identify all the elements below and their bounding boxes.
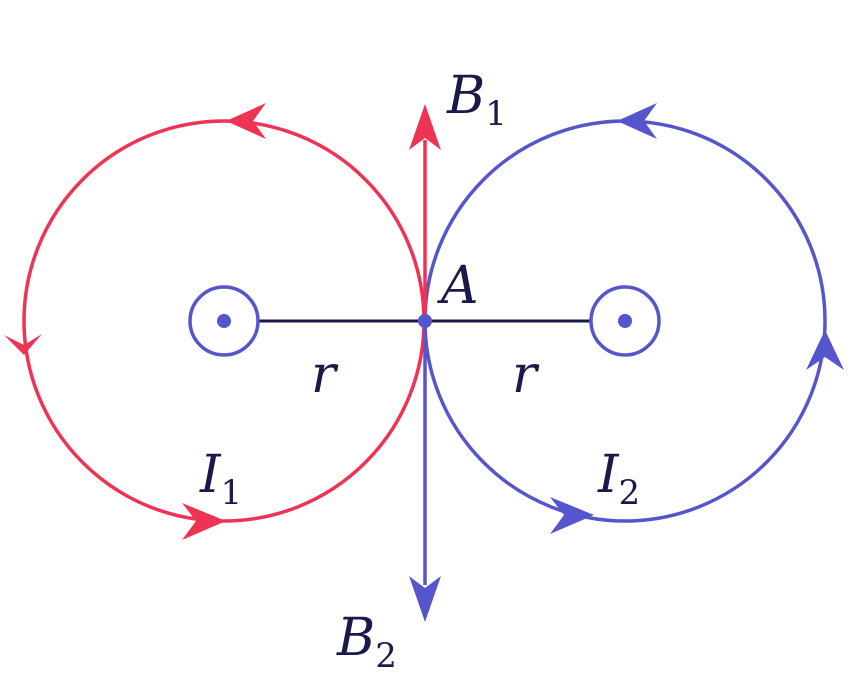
label-r-left: r: [311, 345, 339, 405]
wire-1-out-of-page-icon: [188, 285, 260, 357]
point-a-dot: [418, 314, 432, 328]
b2-vector-arrowhead: [409, 576, 441, 622]
field-2-arrow-bottom: [550, 497, 594, 534]
wire-2-out-of-page-icon: [589, 285, 661, 357]
label-b2: B2: [336, 608, 397, 676]
field-1-arrow-left: [4, 334, 42, 355]
label-i2: I2: [597, 445, 640, 513]
field-1-arrow-bottom: [182, 503, 226, 540]
field-2-arrow-right: [806, 330, 844, 370]
label-b1: B1: [446, 66, 507, 134]
field-2-arrow-top: [617, 103, 657, 139]
b1-vector-arrowhead: [409, 104, 441, 150]
label-point-a: A: [437, 256, 479, 316]
field-1-arrow-top: [226, 103, 266, 139]
label-i1: I1: [199, 445, 242, 513]
label-r-right: r: [512, 345, 540, 405]
